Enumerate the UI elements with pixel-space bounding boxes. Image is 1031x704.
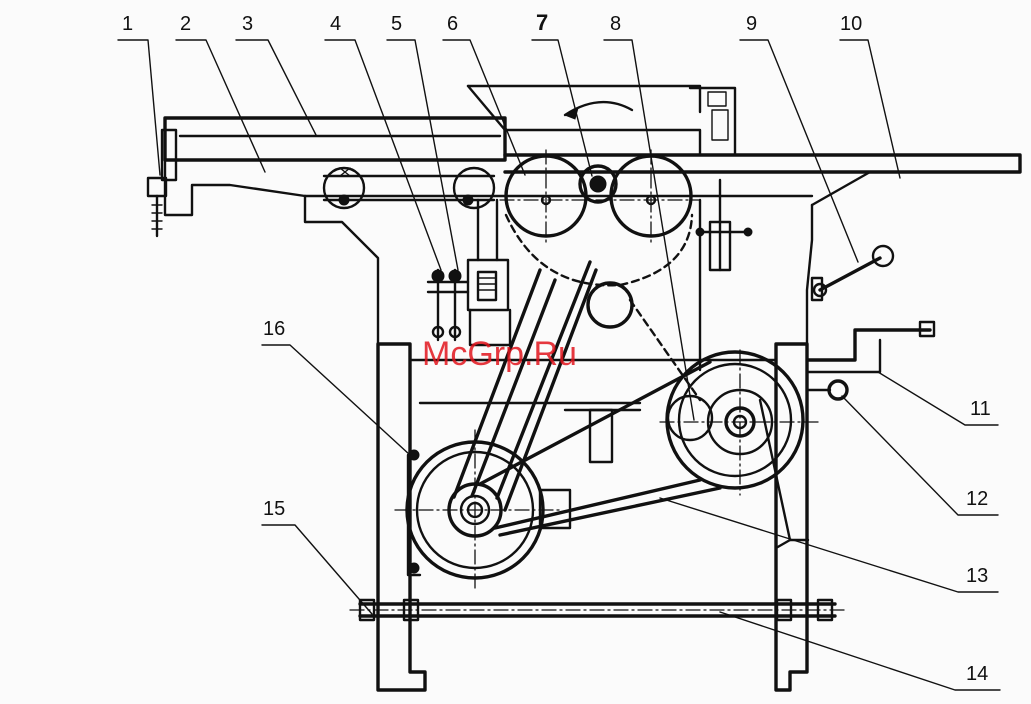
callout-8: 8 [610,13,621,35]
height-adjusters [428,200,510,345]
callout-13: 13 [966,565,988,587]
callout-12: 12 [966,488,988,510]
watermark: McGrp.Ru [422,335,577,373]
cutter-head [500,150,700,285]
callout-5: 5 [391,13,402,35]
callout-2: 2 [180,13,191,35]
callout-4: 4 [330,13,341,35]
callout-7: 7 [536,10,548,35]
callout-9: 9 [746,13,757,35]
callout-1: 1 [122,13,133,35]
callout-14: 14 [966,663,988,685]
drive-pulleys [395,262,820,590]
callout-11: 11 [970,398,991,420]
lock-knob [808,381,847,399]
crank-handle [808,322,934,372]
callout-10: 10 [840,13,862,35]
depth-handwheel [696,180,752,270]
callout-6: 6 [447,13,458,35]
tie-rod [350,600,845,620]
lever [812,246,893,300]
fence-clamp [148,130,176,236]
callout-3: 3 [242,13,253,35]
callout-15: 15 [263,498,285,520]
callout-16: 16 [263,318,285,340]
roller-rail [324,168,494,208]
